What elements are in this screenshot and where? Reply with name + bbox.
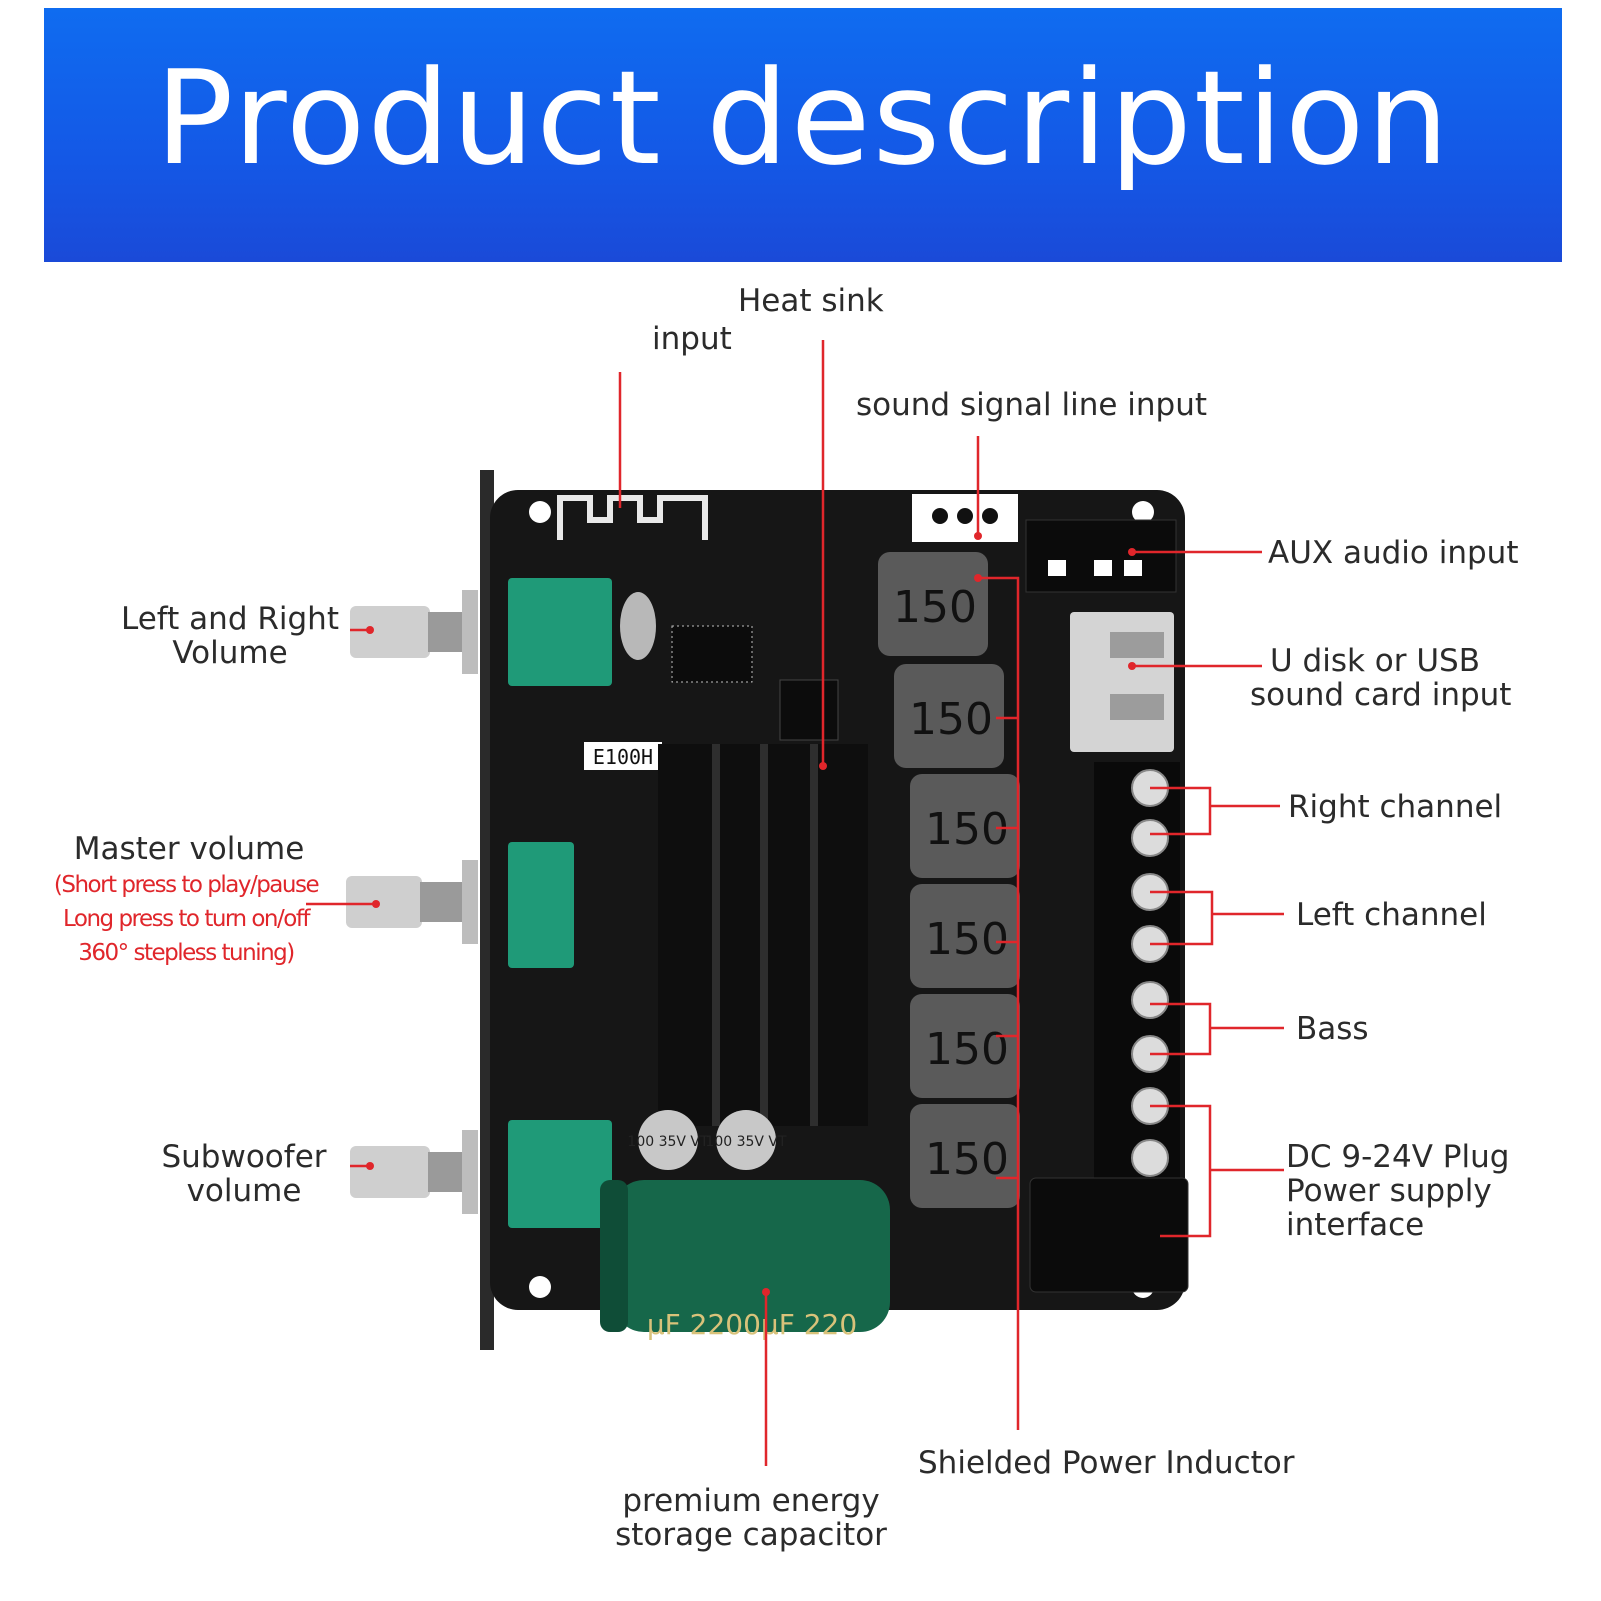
label-lr-line1: Left and Right (121, 601, 339, 637)
inductor: 150 (910, 994, 1020, 1098)
label-bass: Bass (1296, 1011, 1369, 1047)
small-capacitor: 100 35V VT (627, 1110, 709, 1170)
svg-text:150: 150 (925, 1024, 1009, 1075)
label-master-note2: Long press to turn on/off (62, 906, 311, 932)
label-cap-line2: storage capacitor (615, 1517, 887, 1553)
knob-subwoofer-volume (350, 1130, 478, 1214)
inductor: 150 (910, 884, 1020, 988)
potentiometer (508, 1120, 612, 1228)
label-master-note1: (Short press to play/pause (53, 872, 320, 898)
ic-chip (671, 625, 753, 683)
label-shielded-power-inductor: Shielded Power Inductor (918, 1445, 1295, 1481)
label-usb-input: U disk or USB sound card input (1250, 643, 1512, 713)
label-sub-line2: volume (186, 1173, 302, 1209)
label-dc-line1: DC 9-24V Plug (1286, 1139, 1510, 1175)
energy-storage-capacitor (614, 1180, 890, 1332)
label-master-volume: Master volume (73, 831, 305, 867)
label-dc-line3: interface (1286, 1207, 1425, 1243)
regulator (779, 679, 839, 741)
inductor: 150 (910, 1104, 1020, 1208)
mount-hole (529, 1276, 551, 1298)
chip-label (584, 742, 662, 770)
svg-text:100 35V VT: 100 35V VT (627, 1134, 709, 1150)
svg-text:150: 150 (909, 694, 993, 745)
inductor: 150 (910, 774, 1020, 878)
inductor: 150 (878, 552, 988, 656)
knob-master-volume (346, 860, 478, 944)
crystal (620, 592, 656, 660)
page-title: Product description (155, 42, 1451, 194)
knob-left-right-volume (350, 590, 478, 674)
screw-terminals (1131, 769, 1169, 1177)
label-master-note3: 360° stepless tuning) (78, 940, 295, 966)
svg-text:150: 150 (925, 1134, 1009, 1185)
label-right-channel: Right channel (1288, 789, 1503, 825)
callout-dots (366, 532, 1136, 1296)
label-usb-line1: U disk or USB (1270, 643, 1480, 679)
label-dc-power: DC 9-24V Plug Power supply interface (1286, 1140, 1509, 1242)
label-aux-audio-input: AUX audio input (1268, 535, 1519, 571)
label-cap-line1: premium energy (622, 1483, 880, 1519)
label-input: input (652, 321, 732, 357)
potentiometer (508, 578, 612, 686)
inductor: 150 (894, 664, 1004, 768)
svg-text:150: 150 (925, 914, 1009, 965)
label-left-right-volume: Left and Right Volume (110, 602, 350, 670)
label-sub-line1: Subwoofer (161, 1139, 327, 1175)
label-usb-line2: sound card input (1250, 677, 1512, 713)
chip-marking: E100H (593, 745, 653, 769)
heat-sink-fins (712, 744, 818, 1126)
svg-text:100 35V VT: 100 35V VT (705, 1134, 787, 1150)
label-subwoofer-volume: Subwoofer volume (144, 1140, 344, 1208)
aux-jack (1025, 519, 1177, 593)
small-capacitor: 100 35V VT (705, 1110, 787, 1170)
label-energy-capacitor: premium energy storage capacitor (596, 1484, 906, 1552)
label-master-note: (Short press to play/pause Long press to… (44, 868, 328, 970)
mount-hole (529, 501, 551, 523)
label-heat-sink: Heat sink (738, 283, 884, 319)
svg-text:150: 150 (893, 582, 977, 633)
svg-text:150: 150 (925, 804, 1009, 855)
capacitor-marking: μF 2200μF 220 (647, 1308, 857, 1341)
potentiometer (508, 842, 574, 968)
mount-hole (1132, 501, 1154, 523)
label-sound-signal-line-input: sound signal line input (856, 387, 1208, 423)
label-left-channel: Left channel (1296, 897, 1487, 933)
bluetooth-antenna (557, 495, 708, 540)
label-lr-line2: Volume (172, 635, 288, 671)
title-banner: Product description (44, 8, 1562, 262)
label-dc-line2: Power supply (1286, 1173, 1492, 1209)
